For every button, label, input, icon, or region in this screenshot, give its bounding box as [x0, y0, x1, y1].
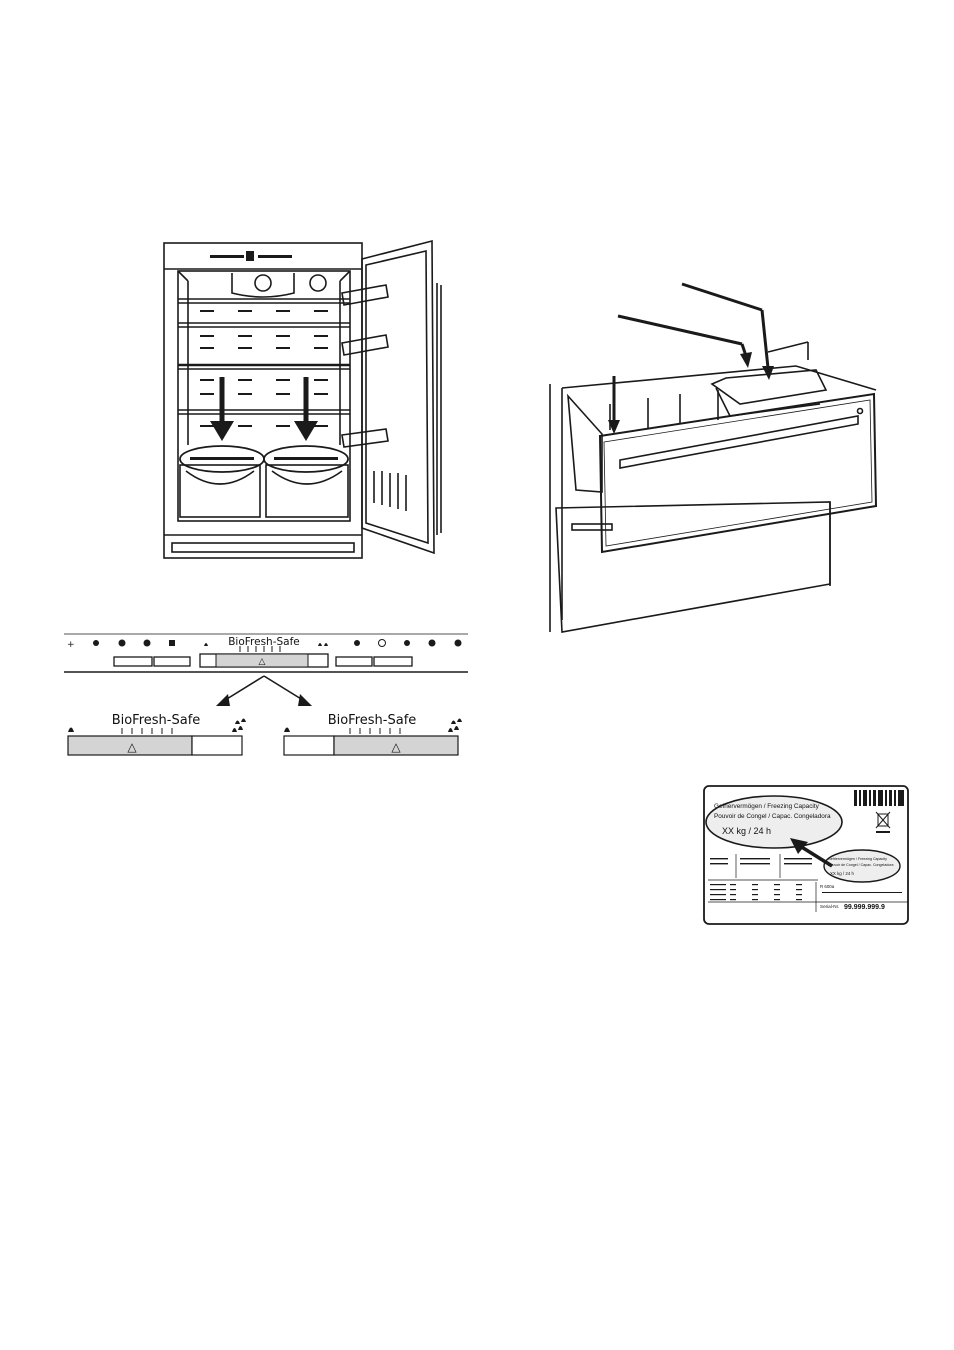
strip-button-4[interactable] [374, 657, 412, 666]
split-arrows [200, 674, 330, 714]
cheese-icon [169, 640, 175, 646]
strip-selected-symbol: △ [259, 657, 266, 667]
right-setting-symbol: △ [391, 740, 401, 754]
shellfish-icon [144, 640, 151, 647]
drop-icon [204, 643, 208, 646]
mushroom-icon [404, 640, 410, 646]
serial-number: 99.999.999.9 [844, 904, 885, 911]
model-text: R 600a [820, 884, 835, 889]
lettuce-icon [379, 640, 386, 647]
small-line-2: Pouvoir de Congel / Capac. Congeladora [828, 863, 894, 867]
callout-line-2: Pouvoir de Congel / Capac. Congeladora [714, 813, 831, 820]
freezer-drawer-illustration [540, 280, 885, 640]
drops-icon [232, 719, 246, 733]
vegetable-icon [455, 640, 462, 647]
small-value: XX kg / 24 h [830, 871, 854, 876]
fruit-icon [119, 640, 126, 647]
strip-label: BioFresh-Safe [228, 636, 300, 648]
callout-value: XX kg / 24 h [722, 826, 771, 836]
leaf-icon [93, 640, 99, 646]
carrot-icon [354, 640, 360, 646]
plus-icon: + [67, 640, 75, 650]
drop-icon [284, 728, 290, 733]
strip-button-2[interactable] [154, 657, 190, 666]
drops-icon [448, 719, 462, 733]
small-line-1: Gefriervermögen / Freezing Capacity [828, 857, 887, 861]
drops-icon [318, 643, 328, 646]
left-setting-label: BioFresh-Safe [112, 713, 201, 728]
drop-icon [68, 728, 74, 733]
fridge-open-illustration [160, 235, 445, 565]
left-setting-symbol: △ [127, 740, 137, 754]
right-setting-panel: BioFresh-Safe △ [280, 710, 466, 760]
left-setting-panel: BioFresh-Safe △ [64, 710, 250, 760]
callout-line-1: Gefriervermögen / Freezing Capacity [714, 803, 820, 810]
herb-icon [429, 640, 436, 647]
strip-button-1[interactable] [114, 657, 152, 666]
serial-label: Serial-Nr. [820, 904, 839, 909]
rating-plate: Gefriervermögen / Freezing Capacity Pouv… [700, 782, 912, 928]
right-setting-label: BioFresh-Safe [328, 713, 417, 728]
strip-button-3[interactable] [336, 657, 372, 666]
